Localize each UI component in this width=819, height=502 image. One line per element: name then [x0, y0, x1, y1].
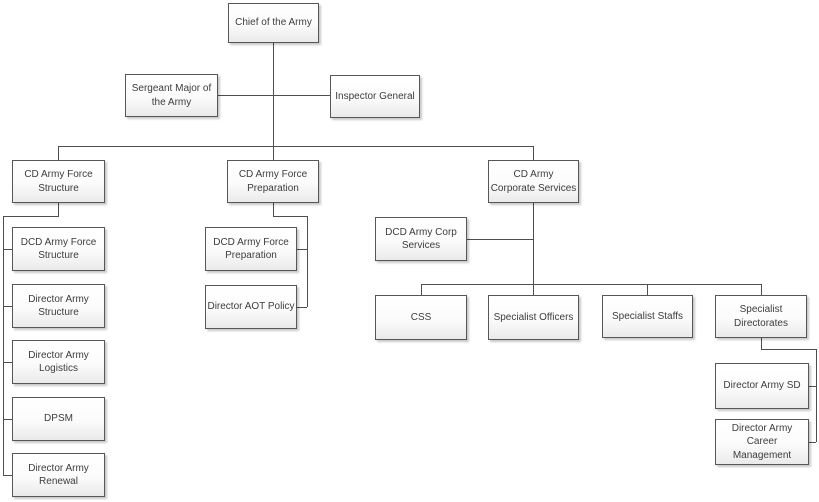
connector-cs-trunk: [533, 203, 534, 284]
connector-cs-distribution: [421, 284, 761, 285]
connector-fp-elbow-v: [273, 203, 274, 216]
node-label: Specialist Directorates: [734, 304, 788, 329]
node-label: DPSM: [44, 413, 73, 425]
org-node-specialist-officers: Specialist Officers: [488, 295, 579, 340]
node-label: Chief of the Army: [235, 17, 312, 29]
node-label: Director Army Career Management: [731, 422, 793, 461]
connector-assistants: [218, 95, 330, 96]
connector-fp-elbow-h: [273, 216, 307, 217]
org-node-director-army-logistics: Director Army Logistics: [12, 340, 105, 384]
connector-drop-specialist-staffs: [647, 284, 648, 295]
org-node-dcd-army-corp-services: DCD Army Corp Services: [375, 217, 467, 261]
connector-stub-dir-renewal: [3, 475, 12, 476]
org-node-sergeant-major: Sergeant Major of the Army: [125, 74, 218, 117]
node-label: DCD Army Force Structure: [20, 236, 97, 262]
org-node-director-aot-policy: Director AOT Policy: [205, 285, 297, 329]
node-label: Specialist Staffs: [612, 310, 683, 322]
node-label: Sergeant Major of the Army: [131, 83, 212, 108]
org-node-css: CSS: [375, 295, 467, 340]
connector-fs-elbow-h: [3, 216, 59, 217]
node-label: Director Army Structure: [28, 293, 89, 319]
node-label: DCD Army Force Preparation: [213, 236, 289, 262]
node-label: Director Army Renewal: [28, 462, 89, 488]
connector-level3-distribution: [58, 146, 534, 147]
node-label: Director Army Logistics: [28, 349, 89, 375]
org-node-specialist-staffs: Specialist Staffs: [602, 295, 693, 338]
connector-stub-dcd-corp: [467, 239, 533, 240]
node-label: DCD Army Corp Services: [385, 226, 457, 252]
connector-fs-elbow-v: [58, 203, 59, 216]
connector-stub-aot-policy: [297, 307, 307, 308]
node-label: Director AOT Policy: [207, 301, 295, 313]
node-label: CSS: [410, 311, 432, 323]
connector-fp-trunk: [307, 216, 308, 307]
connector-stub-dcd-afp: [297, 249, 307, 250]
connector-sd-trunk: [816, 349, 817, 442]
org-node-director-army-career-management: Director Army Career Management: [715, 419, 809, 465]
node-label: CD Army Corporate Services: [490, 169, 577, 194]
connector-stub-career-management: [809, 442, 816, 443]
connector-stub-dpsm: [3, 419, 12, 420]
connector-stub-dir-army-sd: [809, 386, 816, 387]
org-node-director-army-structure: Director Army Structure: [12, 284, 105, 328]
connector-chief-trunk: [273, 43, 274, 160]
connector-drop-specialist-directorates: [761, 284, 762, 295]
org-node-dpsm: DPSM: [12, 397, 105, 441]
node-label: CD Army Force Structure: [24, 169, 93, 194]
org-node-specialist-directorates: Specialist Directorates: [715, 295, 807, 338]
connector-stub-dir-logistics: [3, 362, 12, 363]
org-node-cd-army-force-structure: CD Army Force Structure: [12, 160, 105, 203]
connector-drop-specialist-officers: [533, 284, 534, 295]
connector-sd-elbow-v: [761, 338, 762, 349]
node-label: CD Army Force Preparation: [238, 169, 308, 194]
org-node-dcd-army-force-structure: DCD Army Force Structure: [12, 227, 105, 271]
org-node-director-army-renewal: Director Army Renewal: [12, 453, 105, 497]
connector-sd-elbow-h: [761, 349, 816, 350]
org-node-dcd-army-force-preparation: DCD Army Force Preparation: [205, 227, 297, 271]
node-label: Director Army SD: [723, 380, 801, 392]
org-node-chief-of-the-army: Chief of the Army: [228, 3, 319, 43]
connector-drop-corporate-services: [533, 146, 534, 160]
connector-drop-css: [421, 284, 422, 295]
connector-stub-dir-structure: [3, 306, 12, 307]
org-node-inspector-general: Inspector General: [330, 75, 420, 118]
connector-stub-dcd-afs: [3, 249, 12, 250]
node-label: Inspector General: [335, 90, 415, 102]
connector-drop-force-structure: [58, 146, 59, 160]
org-node-director-army-sd: Director Army SD: [715, 363, 809, 409]
node-label: Specialist Officers: [493, 311, 574, 323]
org-node-cd-army-force-preparation: CD Army Force Preparation: [227, 160, 319, 203]
org-node-cd-army-corporate-services: CD Army Corporate Services: [488, 160, 579, 203]
connector-fs-trunk: [3, 216, 4, 475]
